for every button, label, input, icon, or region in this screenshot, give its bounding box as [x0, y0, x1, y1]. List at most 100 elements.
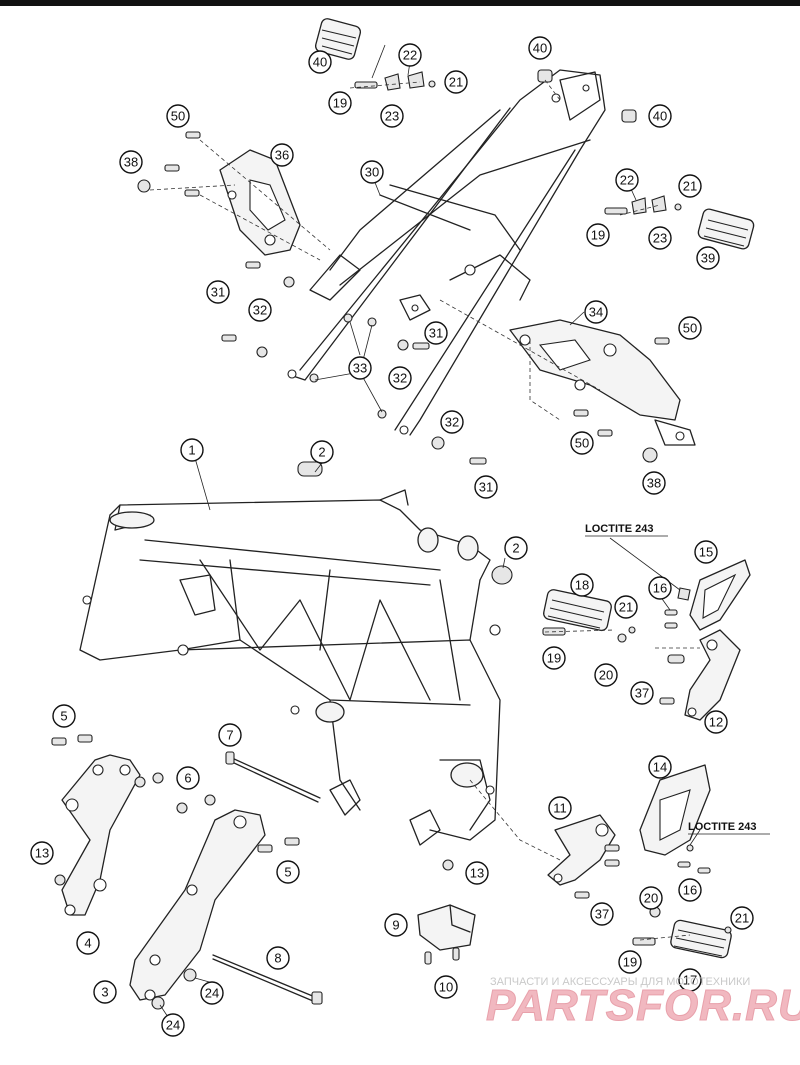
callout-32-lower: 32 — [440, 410, 464, 434]
callout-40-top: 40 — [528, 36, 552, 60]
svg-text:20: 20 — [599, 668, 613, 683]
heel-guard-14 — [639, 764, 711, 874]
callout-31-middle: 31 — [424, 321, 448, 345]
svg-text:21: 21 — [619, 600, 633, 615]
svg-text:19: 19 — [333, 96, 347, 111]
svg-text:2: 2 — [318, 445, 325, 460]
svg-text:6: 6 — [184, 771, 191, 786]
svg-text:7: 7 — [226, 728, 233, 743]
heel-guard-15 — [689, 559, 751, 631]
callout-13-right: 13 — [465, 861, 489, 885]
svg-text:50: 50 — [575, 436, 589, 451]
callout-13-left: 13 — [30, 841, 54, 865]
callout-11: 11 — [548, 796, 572, 820]
callout-17: 17 — [678, 968, 702, 992]
svg-text:21: 21 — [449, 75, 463, 90]
svg-text:32: 32 — [253, 303, 267, 318]
callout-23-top: 23 — [380, 104, 404, 128]
callout-19-lower: 19 — [618, 950, 642, 974]
bracket-35 — [219, 149, 301, 256]
callout-3: 3 — [93, 980, 117, 1004]
svg-text:40: 40 — [533, 41, 547, 56]
svg-text:8: 8 — [274, 951, 281, 966]
callout-32-middle: 32 — [388, 366, 412, 390]
svg-text:16: 16 — [683, 883, 697, 898]
callout-39: 40 — [308, 50, 332, 74]
callout-40-right: 40 — [648, 104, 672, 128]
engine-mount-4 — [61, 754, 141, 916]
svg-text:1: 1 — [188, 443, 195, 458]
callout-24-lower: 24 — [161, 1013, 185, 1037]
svg-text:12: 12 — [709, 715, 723, 730]
callout-35: 36 — [270, 143, 294, 167]
callout-32-left: 32 — [248, 298, 272, 322]
callout-5-lower: 5 — [276, 860, 300, 884]
callout-50-lower: 50 — [570, 431, 594, 455]
svg-text:15: 15 — [699, 545, 713, 560]
callout-19-middle: 19 — [542, 646, 566, 670]
svg-text:32: 32 — [445, 415, 459, 430]
callout-31-left: 31 — [206, 280, 230, 304]
assembly-lines-top — [149, 79, 661, 421]
subframe-30 — [287, 69, 606, 436]
svg-text:37: 37 — [635, 686, 649, 701]
svg-text:31: 31 — [211, 285, 225, 300]
callout-2-right: 2 — [504, 536, 528, 560]
svg-text:22: 22 — [620, 173, 634, 188]
callout-15: 15 — [694, 540, 718, 564]
svg-text:38: 38 — [647, 476, 661, 491]
callout-37-top: 38 — [119, 150, 143, 174]
callout-7: 7 — [218, 723, 242, 747]
svg-text:37: 37 — [595, 907, 609, 922]
callout-1: 1 — [180, 438, 204, 462]
svg-text:40: 40 — [313, 55, 327, 70]
footrest-17 — [632, 906, 732, 959]
watermark-brand: PARTSFOR.RU — [486, 981, 800, 1030]
svg-text:19: 19 — [547, 651, 561, 666]
plate-34 — [509, 319, 696, 446]
svg-text:19: 19 — [591, 228, 605, 243]
svg-text:9: 9 — [392, 918, 399, 933]
callout-21-right: 21 — [678, 174, 702, 198]
callout-6: 6 — [176, 766, 200, 790]
svg-text:11: 11 — [553, 801, 567, 816]
svg-text:13: 13 — [35, 846, 49, 861]
callout-21-top: 21 — [444, 70, 468, 94]
svg-text:23: 23 — [653, 231, 667, 246]
callout-8: 8 — [266, 946, 290, 970]
cap-2 — [491, 565, 513, 585]
svg-text:32: 32 — [393, 371, 407, 386]
callout-18: 18 — [570, 573, 594, 597]
callout-38: 39 — [696, 246, 720, 270]
svg-text:5: 5 — [60, 709, 67, 724]
svg-text:50: 50 — [683, 321, 697, 336]
bolt-8 — [212, 954, 323, 1005]
footrest-38 — [697, 208, 755, 250]
loctite-note-upper: LOCTITE 243 — [585, 523, 653, 535]
engine-mount-3 — [129, 809, 266, 1001]
hardware-lower-left — [51, 734, 454, 1010]
svg-text:20: 20 — [644, 891, 658, 906]
callout-2-top: 2 — [310, 440, 334, 464]
callout-23-right: 23 — [648, 226, 672, 250]
svg-text:38: 38 — [124, 155, 138, 170]
footrest-39 — [314, 18, 362, 60]
callouts: 40 22 21 19 23 40 40 50 38 36 30 22 21 1… — [30, 36, 754, 1037]
svg-text:14: 14 — [653, 760, 667, 775]
callout-50-top: 50 — [166, 104, 190, 128]
callout-37-lower: 38 — [642, 471, 666, 495]
callout-14: 14 — [648, 755, 672, 779]
callout-10: 10 — [434, 975, 458, 999]
callout-16-upper: 16 — [648, 576, 672, 600]
svg-text:13: 13 — [470, 866, 484, 881]
svg-text:36: 36 — [275, 148, 289, 163]
callout-24-right: 24 — [200, 981, 224, 1005]
svg-text:21: 21 — [683, 179, 697, 194]
callout-31-lower: 31 — [474, 475, 498, 499]
svg-text:17: 17 — [683, 973, 697, 988]
svg-text:4: 4 — [84, 936, 91, 951]
watermark-tagline: ЗАПЧАСТИ И АКСЕССУАРЫ ДЛЯ МОТОТЕХНИКИ — [490, 976, 750, 988]
svg-text:24: 24 — [205, 986, 219, 1001]
footrest-bracket-12 — [684, 629, 741, 721]
